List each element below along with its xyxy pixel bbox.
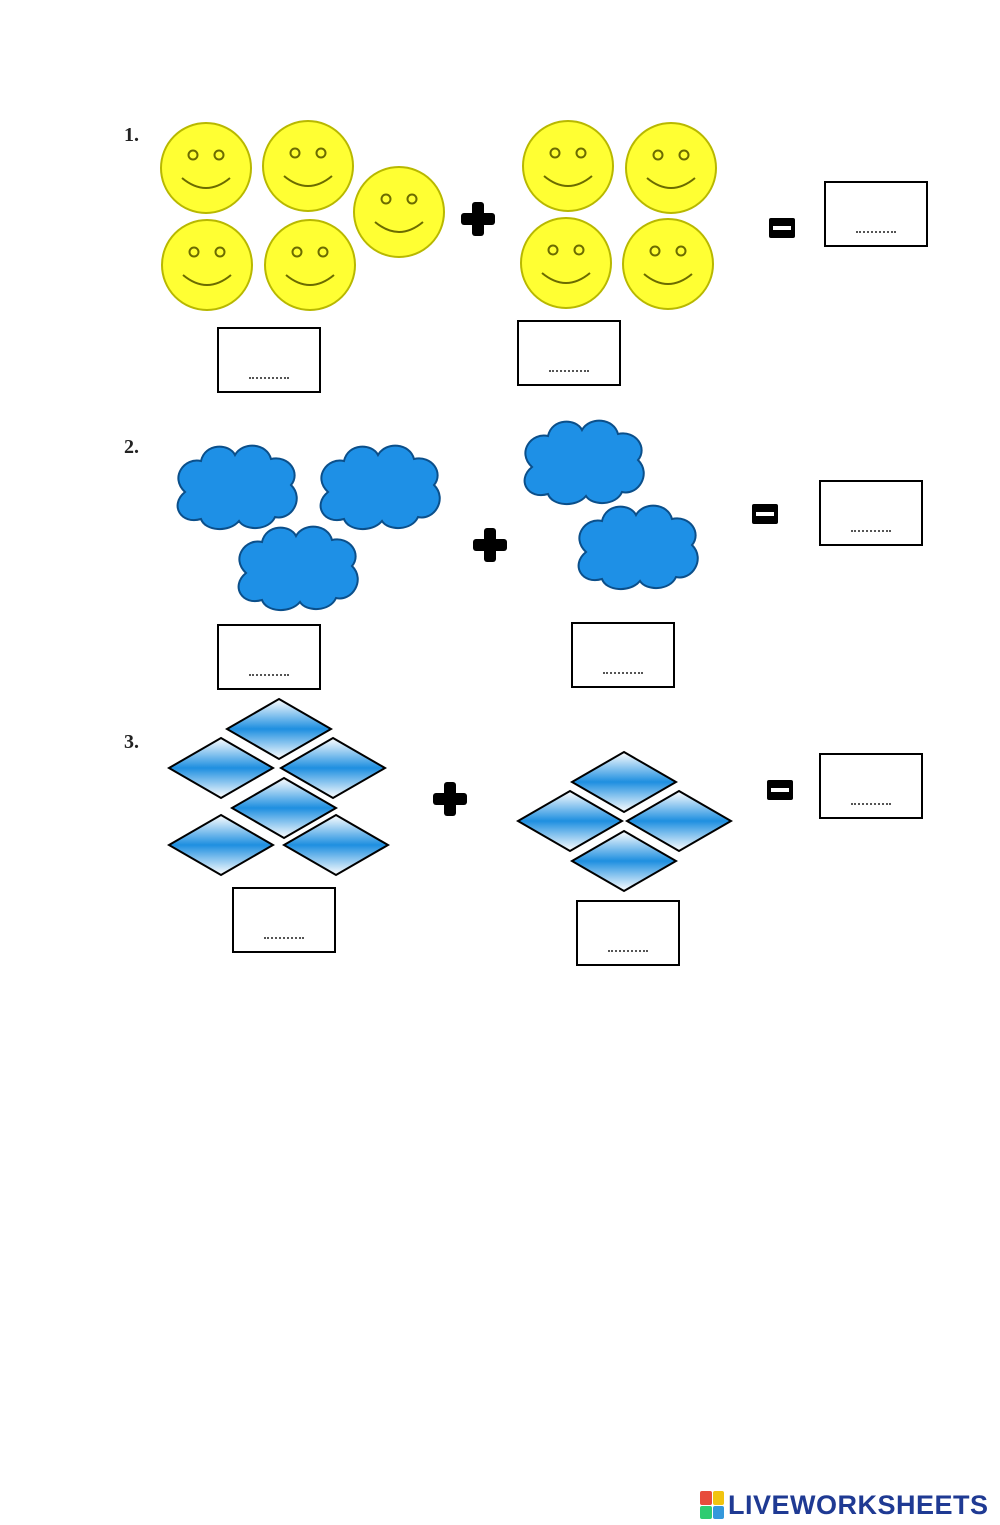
smiley-icon: [262, 120, 354, 212]
brand-name: LIVEWORKSHEETS: [728, 1489, 989, 1520]
diamond-icon: [168, 814, 274, 876]
liveworksheets-logo-icon: [700, 1491, 724, 1519]
plus-icon: [461, 202, 495, 236]
cloud-icon: [577, 504, 699, 591]
answer-box-q2-a[interactable]: [217, 624, 321, 690]
answer-box-q1-a[interactable]: [217, 327, 321, 393]
smiley-icon: [160, 122, 252, 214]
smiley-icon: [161, 219, 253, 311]
answer-box-q2-b[interactable]: [571, 622, 675, 688]
equals-icon: [767, 780, 793, 800]
question-number-2: 2.: [124, 436, 139, 458]
answer-box-q1-b[interactable]: [517, 320, 621, 386]
answer-box-q3-sum[interactable]: [819, 753, 923, 819]
smiley-icon: [353, 166, 445, 258]
plus-icon: [473, 528, 507, 562]
question-number-1: 1.: [124, 124, 139, 146]
cloud-icon: [176, 444, 298, 531]
smiley-icon: [264, 219, 356, 311]
smiley-icon: [622, 218, 714, 310]
cloud-icon: [319, 444, 441, 531]
smiley-icon: [520, 217, 612, 309]
liveworksheets-logo: LIVEWORKSHEETS: [700, 1488, 995, 1522]
smiley-icon: [522, 120, 614, 212]
question-number-3: 3.: [124, 731, 139, 753]
cloud-icon: [523, 419, 645, 506]
cloud-icon: [237, 525, 359, 612]
smiley-icon: [625, 122, 717, 214]
equals-icon: [752, 504, 778, 524]
answer-box-q1-sum[interactable]: [824, 181, 928, 247]
answer-box-q2-sum[interactable]: [819, 480, 923, 546]
equals-icon: [769, 218, 795, 238]
answer-box-q3-b[interactable]: [576, 900, 680, 966]
answer-box-q3-a[interactable]: [232, 887, 336, 953]
plus-icon: [433, 782, 467, 816]
